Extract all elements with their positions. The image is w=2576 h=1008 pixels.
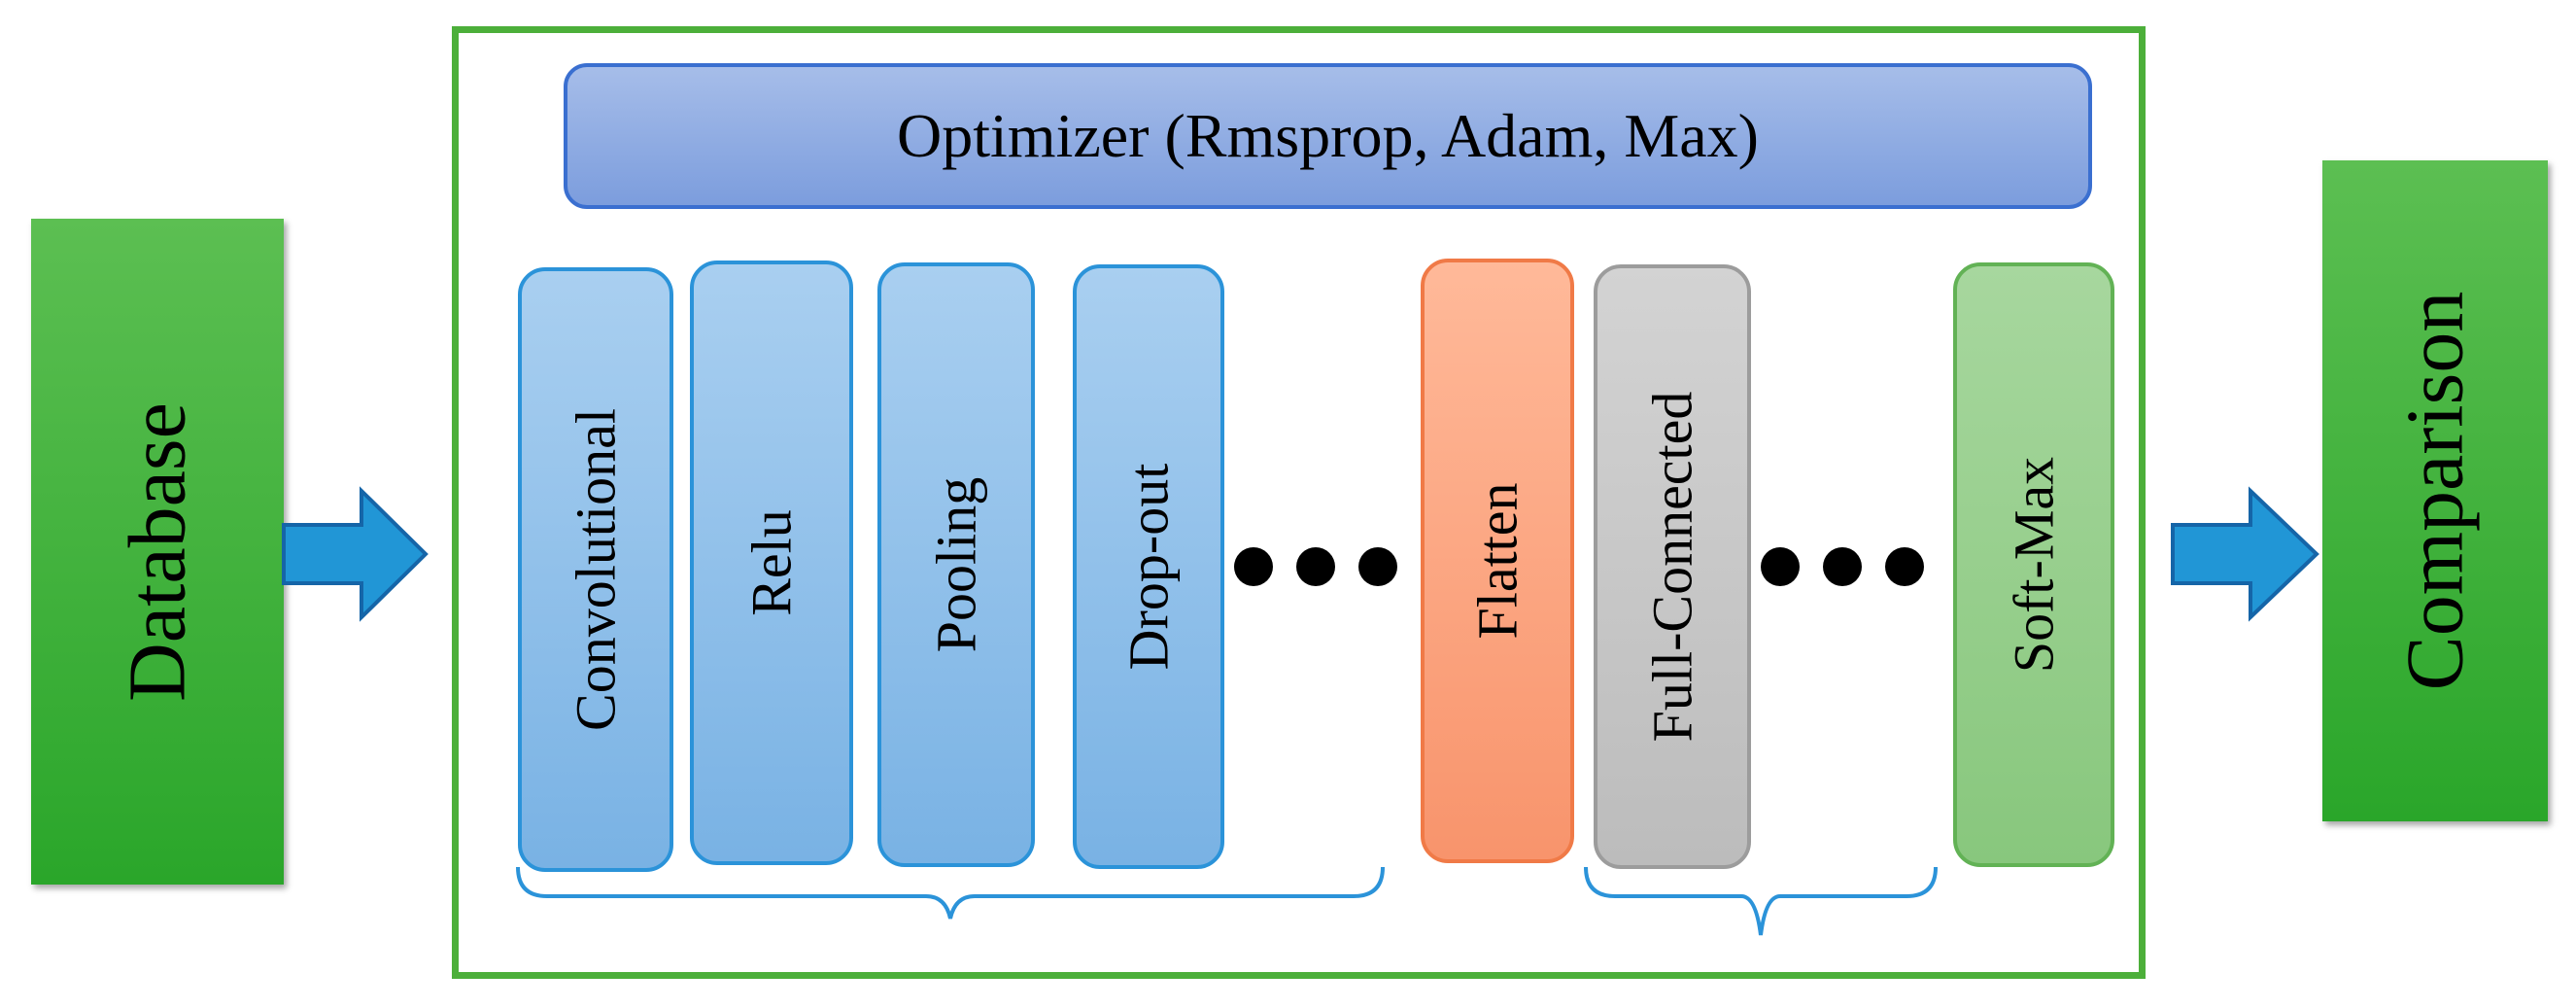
optimizer-label: Optimizer (Rmsprop, Adam, Max) [897, 101, 1759, 170]
ellipsis-dot-icon [1296, 547, 1335, 586]
pooling-layer: Pooling [877, 262, 1035, 867]
ellipsis-dot-icon [1885, 547, 1924, 586]
convolutional-label: Convolutional [564, 408, 628, 731]
ellipsis-dot-icon [1234, 547, 1273, 586]
dropout-label: Drop-out [1116, 463, 1181, 671]
flatten-label: Flatten [1465, 482, 1529, 640]
ellipsis-dot-icon [1823, 547, 1862, 586]
full-connected-layer: Full-Connected [1594, 264, 1751, 869]
full-connected-label: Full-Connected [1640, 391, 1704, 743]
relu-layer: Relu [690, 261, 853, 865]
softmax-layer: Soft-Max [1953, 262, 2114, 867]
left-brace-icon [516, 866, 1385, 920]
optimizer-box: Optimizer (Rmsprop, Adam, Max) [564, 63, 2092, 209]
convolutional-layer: Convolutional [518, 267, 673, 872]
dropout-layer: Drop-out [1073, 264, 1224, 869]
comparison-block: Comparison [2322, 160, 2548, 821]
flatten-layer: Flatten [1421, 259, 1574, 863]
database-block: Database [31, 219, 284, 885]
left-arrow-icon [282, 486, 429, 622]
relu-label: Relu [739, 509, 804, 616]
pooling-label: Pooling [924, 476, 988, 653]
ellipsis-dot-icon [1358, 547, 1397, 586]
right-arrow-icon [2171, 486, 2319, 622]
softmax-label: Soft-Max [2002, 456, 2066, 674]
ellipsis-dot-icon [1761, 547, 1800, 586]
model-frame [452, 26, 2146, 979]
right-brace-icon [1584, 866, 1938, 936]
